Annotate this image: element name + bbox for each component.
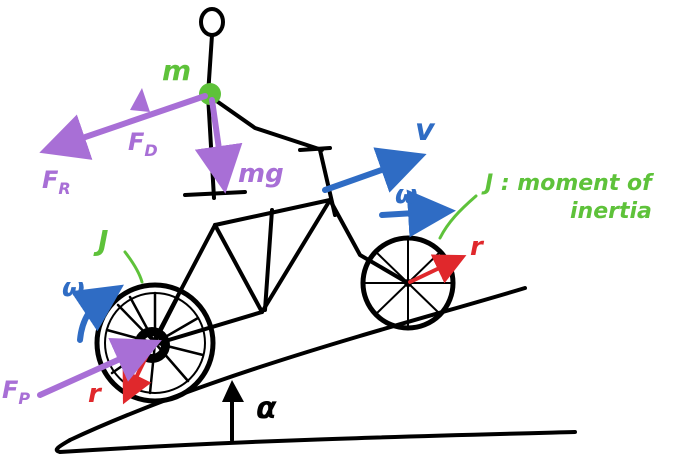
mass-label: m (162, 54, 191, 87)
inertia-note-line2: inertia (570, 199, 652, 224)
inertia-note-line1: J : moment of (481, 171, 654, 196)
front-wheel-radius-arrow (408, 254, 467, 284)
front-wheel-inertia-pointer (438, 194, 478, 240)
angle-label: α (256, 391, 277, 426)
front-wheel-omega-label: ω (395, 180, 418, 210)
incline-slope (54, 286, 577, 454)
rear-wheel-radius-label: r (88, 379, 103, 409)
rear-wheel-inertia-pointer (123, 250, 144, 284)
bicycle-frame (150, 146, 410, 347)
rolling-resistance-label: FR (42, 166, 71, 198)
gravity-label: mg (238, 159, 284, 189)
propulsion-force-arrow (37, 337, 162, 398)
rear-wheel-omega-arrow (70, 284, 124, 343)
gravity-force-arrow (194, 97, 243, 194)
front-wheel-omega-arrow (379, 189, 456, 238)
velocity-label: v (415, 113, 436, 148)
rear-wheel-inertia-label: J (93, 224, 108, 257)
resistance-force-arrow (39, 88, 208, 160)
drag-force-label: FD (128, 128, 158, 160)
front-wheel-radius-label: r (470, 232, 485, 262)
velocity-arrow (322, 147, 427, 193)
rear-wheel-omega-label: ω (62, 273, 85, 303)
propulsion-force-label: FP (2, 376, 30, 408)
center-of-mass-dot (199, 83, 221, 105)
incline-angle-marker (222, 380, 244, 442)
